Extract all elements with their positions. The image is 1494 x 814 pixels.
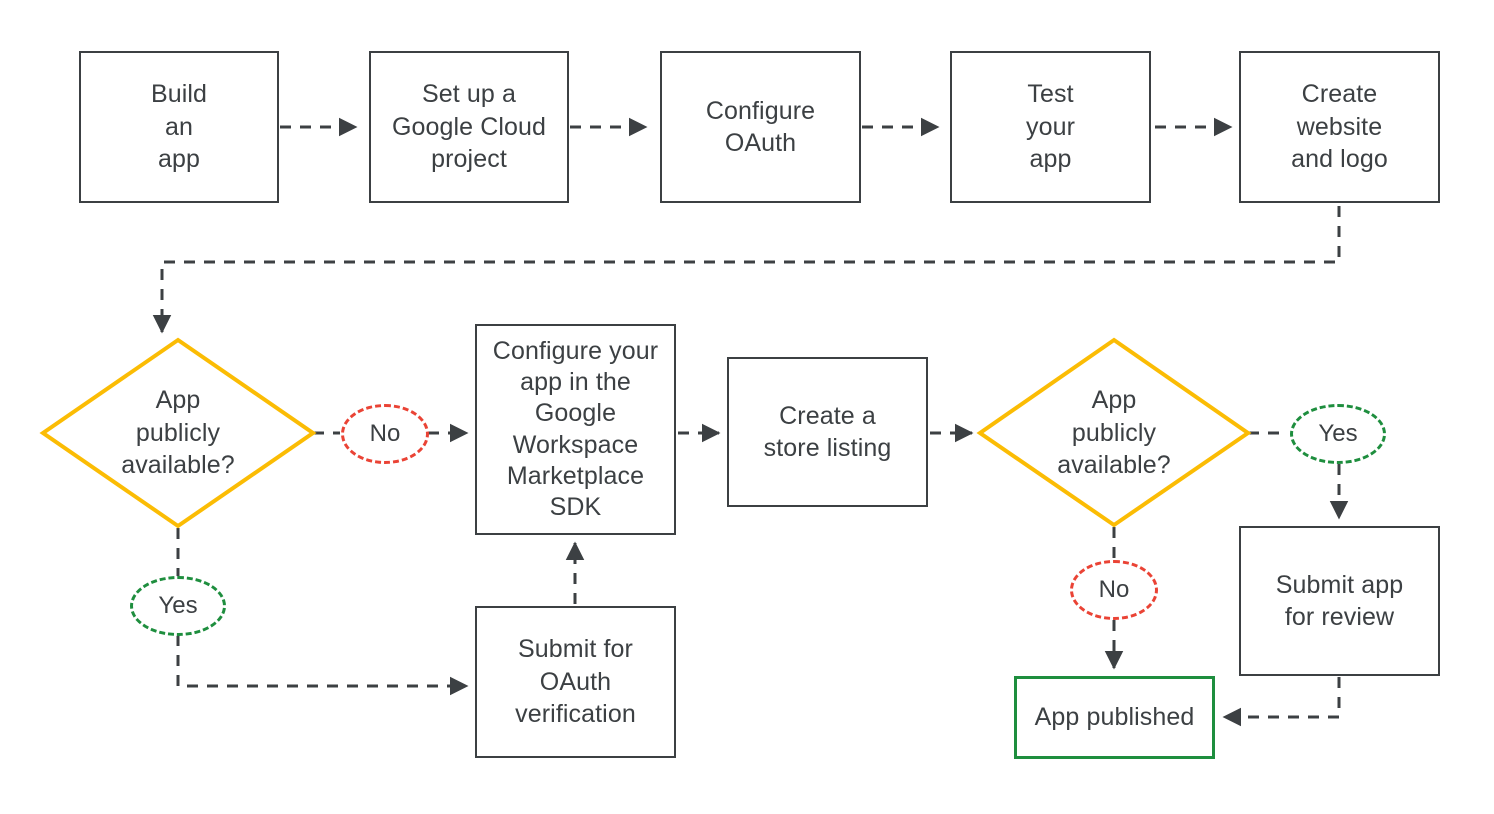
edge-label-text: Yes: [158, 592, 198, 619]
node-app-published[interactable]: App published: [1014, 676, 1215, 759]
node-configure-oauth[interactable]: Configure OAuth: [660, 51, 861, 203]
edge-label-yes-left: Yes: [130, 576, 226, 636]
node-label: Build an app: [150, 80, 208, 174]
node-label: App publicly available?: [1057, 386, 1171, 480]
node-label: Create a store listing: [763, 401, 892, 463]
node-build-an-app[interactable]: Build an app: [79, 51, 279, 203]
node-submit-for-oauth-verification[interactable]: Submit for OAuth verification: [475, 606, 676, 758]
node-label: Create website and logo: [1291, 80, 1388, 174]
edge-label-yes-right: Yes: [1290, 404, 1386, 464]
node-decision-app-publicly-available-left[interactable]: App publicly available?: [60, 363, 296, 503]
node-label: Configure your app in the Google Workspa…: [492, 336, 659, 521]
node-label: Submit app for review: [1275, 570, 1404, 632]
node-label: Set up a Google Cloud project: [391, 80, 547, 174]
edge-yes-label-to-oauth-verify: [176, 635, 469, 696]
node-create-store-listing[interactable]: Create a store listing: [727, 357, 928, 507]
node-label: Test your app: [1025, 80, 1076, 174]
node-label: App published: [1034, 703, 1195, 732]
node-label: App publicly available?: [121, 386, 235, 480]
node-create-website-and-logo[interactable]: Create website and logo: [1239, 51, 1440, 203]
edge-submit-review-to-app-published: [1222, 677, 1341, 727]
edge-label-text: Yes: [1318, 420, 1358, 447]
edge-label-text: No: [369, 420, 401, 447]
node-decision-app-publicly-available-right[interactable]: App publicly available?: [996, 363, 1232, 503]
edge-label-text: No: [1098, 576, 1130, 603]
node-label: Configure OAuth: [705, 96, 816, 158]
node-label: Submit for OAuth verification: [515, 635, 636, 729]
decision-left-shape: [39, 337, 317, 529]
decision-right-shape: [976, 337, 1252, 528]
node-set-up-google-cloud-project[interactable]: Set up a Google Cloud project: [369, 51, 569, 203]
edge-label-no-right: No: [1070, 560, 1158, 620]
edge-label-no-left: No: [341, 404, 429, 464]
edge-website-to-decision-left: [152, 206, 1341, 334]
node-configure-app-in-marketplace-sdk[interactable]: Configure your app in the Google Workspa…: [475, 324, 676, 535]
node-test-your-app[interactable]: Test your app: [950, 51, 1151, 203]
node-submit-app-for-review[interactable]: Submit app for review: [1239, 526, 1440, 676]
